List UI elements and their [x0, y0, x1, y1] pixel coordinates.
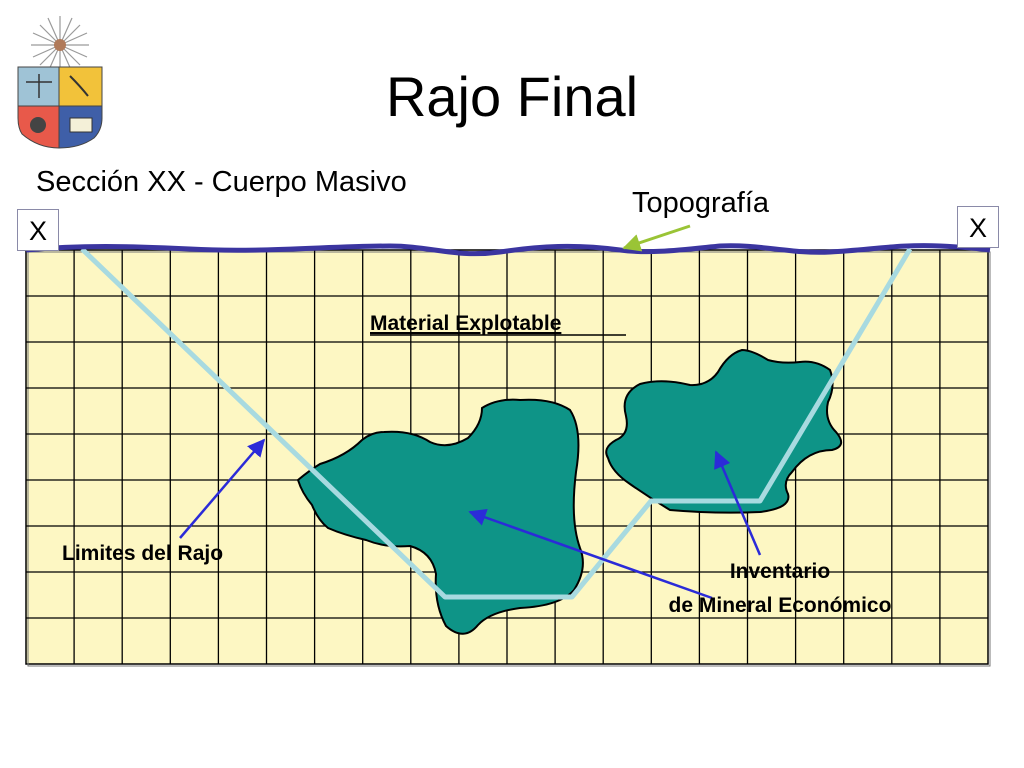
pit-limit-line	[80, 247, 913, 600]
section-marker-right: X	[957, 206, 999, 248]
label-topografia: Topografía	[632, 187, 770, 219]
arrow-inventario-left	[468, 509, 713, 600]
arrow-limites-rajo	[179, 438, 266, 539]
label-limites-rajo: Limites del Rajo	[62, 542, 223, 565]
ore-body-left	[296, 398, 584, 635]
topography-line	[25, 243, 991, 257]
label-inventario-line1: Inventario	[730, 560, 830, 583]
label-inventario-line2: de Mineral Económico	[669, 594, 892, 617]
shield-icon	[17, 66, 103, 149]
section-marker-left: X	[17, 209, 59, 251]
section-subtitle: Sección XX - Cuerpo Masivo	[36, 166, 407, 198]
star-icon	[31, 16, 89, 74]
arrow-inventario-right	[714, 450, 762, 556]
label-material-explotable: Material Explotable	[370, 312, 561, 335]
arrow-topografia	[622, 224, 691, 252]
slide-title: Rajo Final	[385, 65, 639, 128]
ore-body-right	[605, 348, 843, 514]
